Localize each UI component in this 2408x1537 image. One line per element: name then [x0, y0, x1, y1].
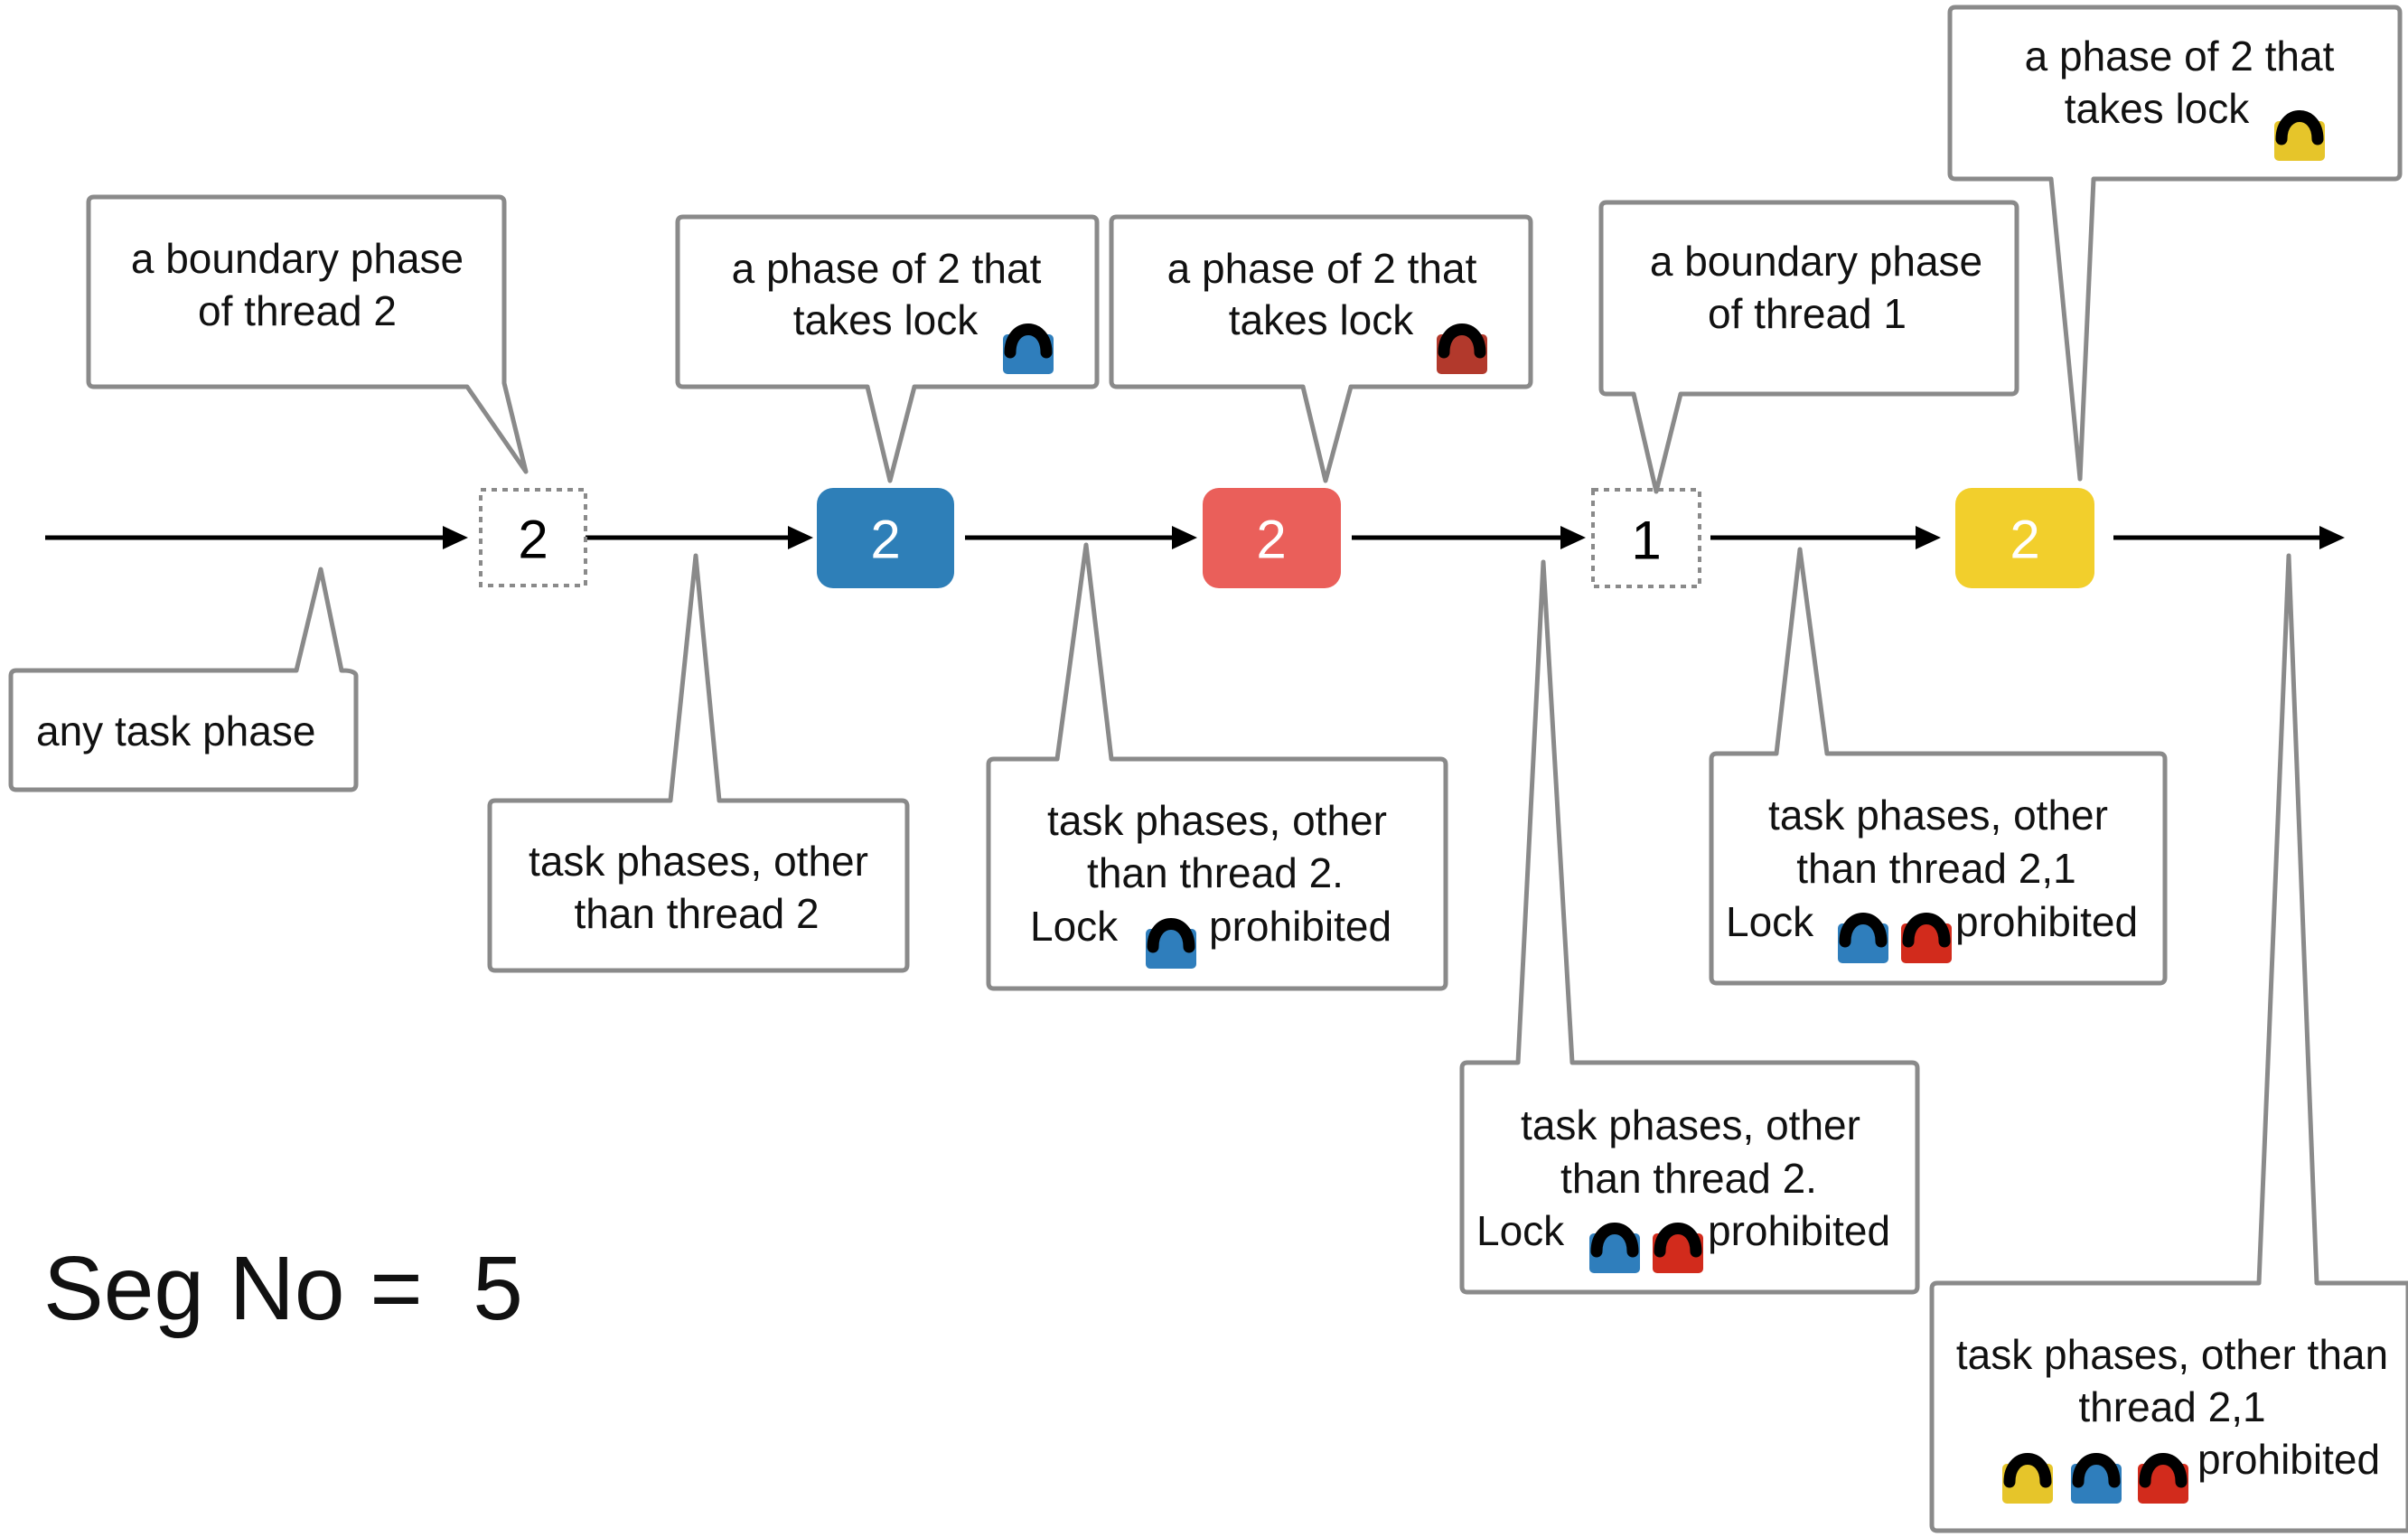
blue-lock-icon: [1146, 924, 1196, 969]
svg-text:of thread 2: of thread 2: [198, 287, 397, 334]
svg-text:2: 2: [870, 510, 900, 570]
timeline-arrow-1: [45, 526, 468, 549]
svg-text:a phase of 2 that: a phase of 2 that: [2025, 33, 2335, 80]
phase-boundary-thread-2: 2: [479, 488, 587, 587]
red-lock-icon: [2138, 1459, 2188, 1504]
callout-lock-blue-prohibited: task phases, other than thread 2. Lock p…: [986, 542, 1448, 991]
yellow-lock-icon: [2274, 117, 2325, 161]
red-lock-icon: [1653, 1229, 1703, 1273]
svg-text:task phases, other: task phases, other: [1768, 792, 2108, 839]
callout-all-locks-prohibited: task phases, other than thread 2,1 prohi…: [1929, 553, 2408, 1533]
callout-boundary-thread-1: a boundary phase of thread 1: [1598, 200, 2019, 494]
svg-text:prohibited: prohibited: [1955, 898, 2138, 945]
svg-text:prohibited: prohibited: [1209, 903, 1391, 950]
svg-text:than thread 2.: than thread 2.: [1087, 849, 1344, 896]
callout-other-than-thread-2: task phases, other than thread 2: [487, 553, 910, 973]
callout-takes-lock-blue: a phase of 2 that takes lock: [675, 214, 1100, 483]
blue-lock-icon: [1838, 919, 1888, 963]
svg-text:Lock: Lock: [1030, 903, 1119, 950]
red-lock-icon: [1901, 919, 1952, 963]
callout-other-than-thread-2-1: task phases, other than thread 2,1 Lock …: [1709, 547, 2168, 986]
svg-text:2: 2: [1256, 510, 1286, 570]
svg-text:task phases, other: task phases, other: [1047, 797, 1387, 844]
svg-text:2: 2: [2010, 510, 2039, 570]
callout-boundary-thread-2: a boundary phase of thread 2: [86, 194, 529, 474]
blue-lock-icon: [2071, 1459, 2122, 1504]
phase-thread-2-blue: 2: [817, 488, 954, 588]
svg-text:Lock: Lock: [1726, 898, 1814, 945]
svg-text:takes lock: takes lock: [2065, 85, 2251, 132]
phase-boundary-thread-1: 1: [1591, 488, 1701, 588]
blue-lock-icon: [1589, 1229, 1640, 1273]
svg-text:task phases, other: task phases, other: [529, 838, 868, 885]
red-lock-icon: [1437, 330, 1487, 374]
svg-text:a phase of 2 that: a phase of 2 that: [732, 245, 1042, 292]
svg-text:of thread 1: of thread 1: [1708, 290, 1907, 337]
yellow-lock-icon: [2002, 1459, 2053, 1504]
callout-takes-lock-red: a phase of 2 that takes lock: [1109, 214, 1533, 483]
svg-text:Lock: Lock: [1476, 1207, 1565, 1254]
phase-thread-2-yellow: 2: [1955, 488, 2094, 588]
svg-text:task phases, other: task phases, other: [1521, 1101, 1860, 1148]
timeline-arrow-4: [1352, 526, 1586, 549]
svg-text:thread 2,1: thread 2,1: [2078, 1383, 2265, 1430]
callout-any-task-phase: any task phase: [8, 567, 359, 792]
phase-thread-2-red: 2: [1203, 488, 1341, 588]
timeline-arrow-6: [2113, 526, 2345, 549]
timeline-arrow-3: [965, 526, 1197, 549]
timeline-axis: [45, 526, 2345, 549]
svg-text:prohibited: prohibited: [1708, 1207, 1890, 1254]
svg-text:than thread 2: than thread 2: [574, 890, 819, 937]
svg-text:takes lock: takes lock: [793, 296, 979, 343]
svg-text:takes lock: takes lock: [1229, 296, 1415, 343]
timeline-arrow-5: [1710, 526, 1941, 549]
svg-text:than thread 2.: than thread 2.: [1560, 1155, 1817, 1202]
callout-lock-blue-red-prohibited: task phases, other than thread 2. Lock p…: [1459, 559, 1920, 1295]
svg-text:a boundary phase: a boundary phase: [1650, 238, 1982, 285]
seg-number-label: Seg No = 5: [43, 1238, 523, 1339]
svg-text:any task phase: any task phase: [36, 708, 315, 754]
svg-text:2: 2: [518, 510, 548, 570]
callout-takes-lock-yellow: a phase of 2 that takes lock: [1947, 5, 2403, 482]
svg-text:than thread 2,1: than thread 2,1: [1796, 845, 2075, 892]
svg-text:prohibited: prohibited: [2197, 1436, 2380, 1483]
svg-text:a boundary phase: a boundary phase: [131, 235, 464, 282]
svg-text:a phase of 2 that: a phase of 2 that: [1167, 245, 1477, 292]
timeline-arrow-2: [586, 526, 813, 549]
svg-text:task phases, other than: task phases, other than: [1956, 1331, 2388, 1378]
svg-text:1: 1: [1631, 511, 1661, 571]
blue-lock-icon: [1003, 330, 1054, 374]
